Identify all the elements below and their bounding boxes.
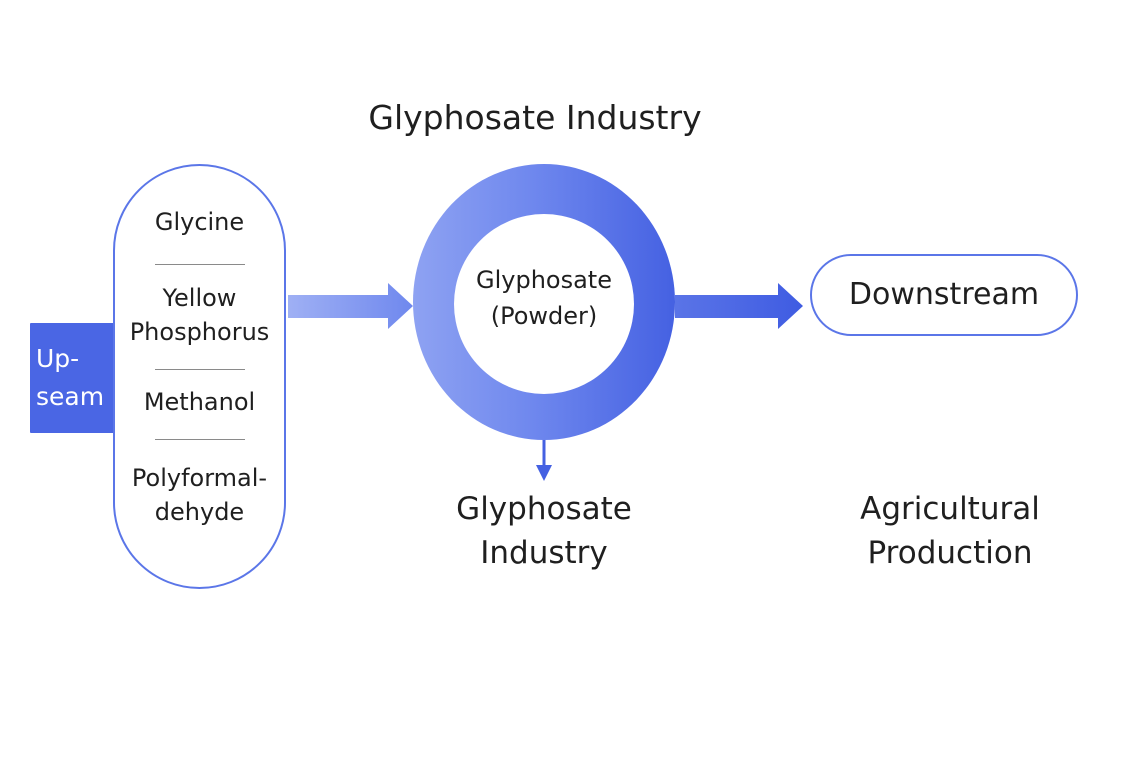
glyphosate-powder-label: Glyphosate (Powder) bbox=[476, 266, 612, 330]
ingredient-polyformaldehyde: Polyformal- dehyde bbox=[131, 464, 268, 526]
downstream-label: Downstream bbox=[848, 277, 1040, 312]
ingredient-separator bbox=[155, 264, 245, 265]
ingredient-glycine: Glycine bbox=[154, 208, 245, 236]
agricultural-production-label: Agricultural Production bbox=[860, 491, 1040, 571]
ingredients-capsule bbox=[113, 164, 286, 589]
arrow-down-head bbox=[536, 465, 552, 481]
diagram-title: Glyphosate Industry bbox=[368, 98, 702, 137]
arrow-glyphosate-to-downstream bbox=[675, 283, 803, 329]
upstream-label: Up- seam bbox=[36, 344, 105, 411]
downstream-pill bbox=[810, 254, 1078, 336]
ingredient-separator bbox=[155, 439, 245, 440]
glyphosate-industry-label: Glyphosate Industry bbox=[456, 491, 632, 571]
ingredient-separator bbox=[155, 369, 245, 370]
upstream-tab bbox=[30, 323, 116, 433]
arrow-upstream-to-glyphosate bbox=[288, 283, 413, 329]
glyphosate-ring-center bbox=[454, 214, 634, 394]
ingredient-methanol: Methanol bbox=[143, 388, 256, 416]
ingredient-yellow-phosphorus: Yellow Phosphorus bbox=[129, 284, 270, 346]
